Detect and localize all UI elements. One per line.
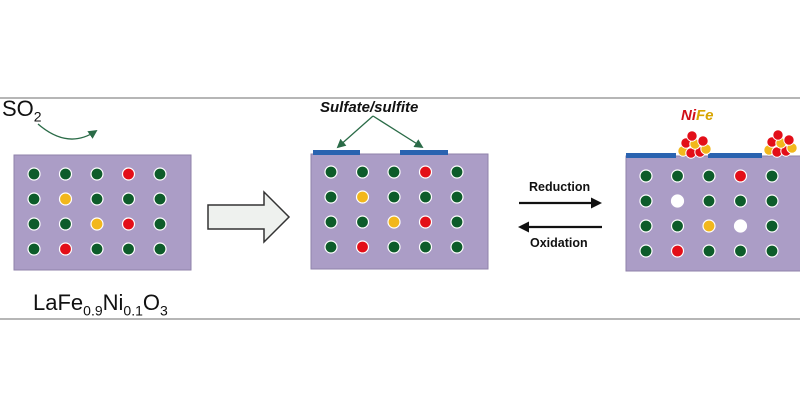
- fe-atom: [90, 192, 104, 206]
- fe-atom: [27, 242, 41, 256]
- cluster-ni-particle: [697, 135, 709, 147]
- fe-atom: [733, 244, 748, 258]
- fe-atom: [90, 167, 104, 181]
- atom-lattices: [27, 165, 779, 258]
- fe-atom: [639, 244, 653, 258]
- sulfate-sulfite-label: Sulfate/sulfite: [320, 99, 419, 116]
- fe-atom: [355, 165, 370, 179]
- fe-atom: [702, 194, 716, 208]
- dopant-atom: [58, 192, 73, 206]
- fe-atom: [27, 167, 41, 181]
- fe-atom: [121, 242, 136, 256]
- sulfate-arrow-left: [336, 115, 374, 149]
- cluster-ni-particle: [772, 129, 784, 141]
- sulfate-layer-exsolved-2: [708, 153, 762, 158]
- fe-atom: [418, 240, 433, 254]
- process-block-arrow: [207, 190, 291, 244]
- cluster-ni-particle: [686, 130, 698, 142]
- fe-atom: [324, 215, 338, 229]
- fe-atom: [639, 219, 653, 233]
- fe-atom: [387, 190, 401, 204]
- dopant-atom: [90, 217, 104, 231]
- fe-atom: [639, 194, 653, 208]
- ni-atom: [670, 244, 685, 258]
- cluster-ni-particle: [783, 134, 795, 146]
- fe-atom: [153, 242, 167, 256]
- sulfate-layer-left: [313, 150, 360, 155]
- sulfate-layer-exsolved-1: [626, 153, 676, 158]
- fe-atom: [450, 190, 464, 204]
- oxidation-label: Oxidation: [530, 236, 588, 250]
- ni-atom: [121, 167, 136, 181]
- reduction-arrow: [519, 197, 602, 209]
- sulfate-arrow-right: [372, 115, 424, 148]
- ni-atom: [121, 217, 136, 231]
- fe-atom: [121, 192, 136, 206]
- vacancy-site: [670, 194, 685, 208]
- fe-atom: [670, 169, 685, 183]
- fe-atom: [450, 240, 464, 254]
- ni-atom: [418, 215, 433, 229]
- fe-atom: [324, 165, 338, 179]
- fe-atom: [765, 194, 779, 208]
- fe-atom: [90, 242, 104, 256]
- ni-atom: [58, 242, 73, 256]
- fe-atom: [27, 192, 41, 206]
- fe-atom: [387, 240, 401, 254]
- fe-atom: [153, 192, 167, 206]
- fe-atom: [153, 167, 167, 181]
- ni-atom: [355, 240, 370, 254]
- formula-label: LaFe0.9Ni0.1O3: [33, 290, 168, 319]
- fe-atom: [58, 217, 73, 231]
- fe-atom: [58, 167, 73, 181]
- nife-label: NiFe: [681, 107, 714, 124]
- fe-atom: [355, 215, 370, 229]
- fe-atom: [702, 244, 716, 258]
- ni-atom: [733, 169, 748, 183]
- fe-atom: [450, 165, 464, 179]
- dopant-atom: [702, 219, 716, 233]
- fe-atom: [387, 165, 401, 179]
- fe-atom: [765, 244, 779, 258]
- fe-atom: [639, 169, 653, 183]
- so2-label: SO2: [2, 96, 42, 125]
- fe-atom: [418, 190, 433, 204]
- fe-atom: [765, 219, 779, 233]
- fe-atom: [733, 194, 748, 208]
- adsorption-arrow: [37, 123, 98, 140]
- fe-atom: [324, 190, 338, 204]
- vacancy-site: [733, 219, 748, 233]
- nife-clusters: [677, 129, 798, 159]
- fe-atom: [670, 219, 685, 233]
- sulfate-layer-right: [400, 150, 448, 155]
- fe-atom: [702, 169, 716, 183]
- fe-atom: [153, 217, 167, 231]
- fe-atom: [27, 217, 41, 231]
- reduction-label: Reduction: [529, 180, 591, 194]
- fe-atom: [450, 215, 464, 229]
- fe-atom: [765, 169, 779, 183]
- ni-atom: [418, 165, 433, 179]
- dopant-atom: [355, 190, 370, 204]
- dopant-atom: [387, 215, 401, 229]
- oxidation-arrow: [518, 221, 602, 233]
- fe-atom: [324, 240, 338, 254]
